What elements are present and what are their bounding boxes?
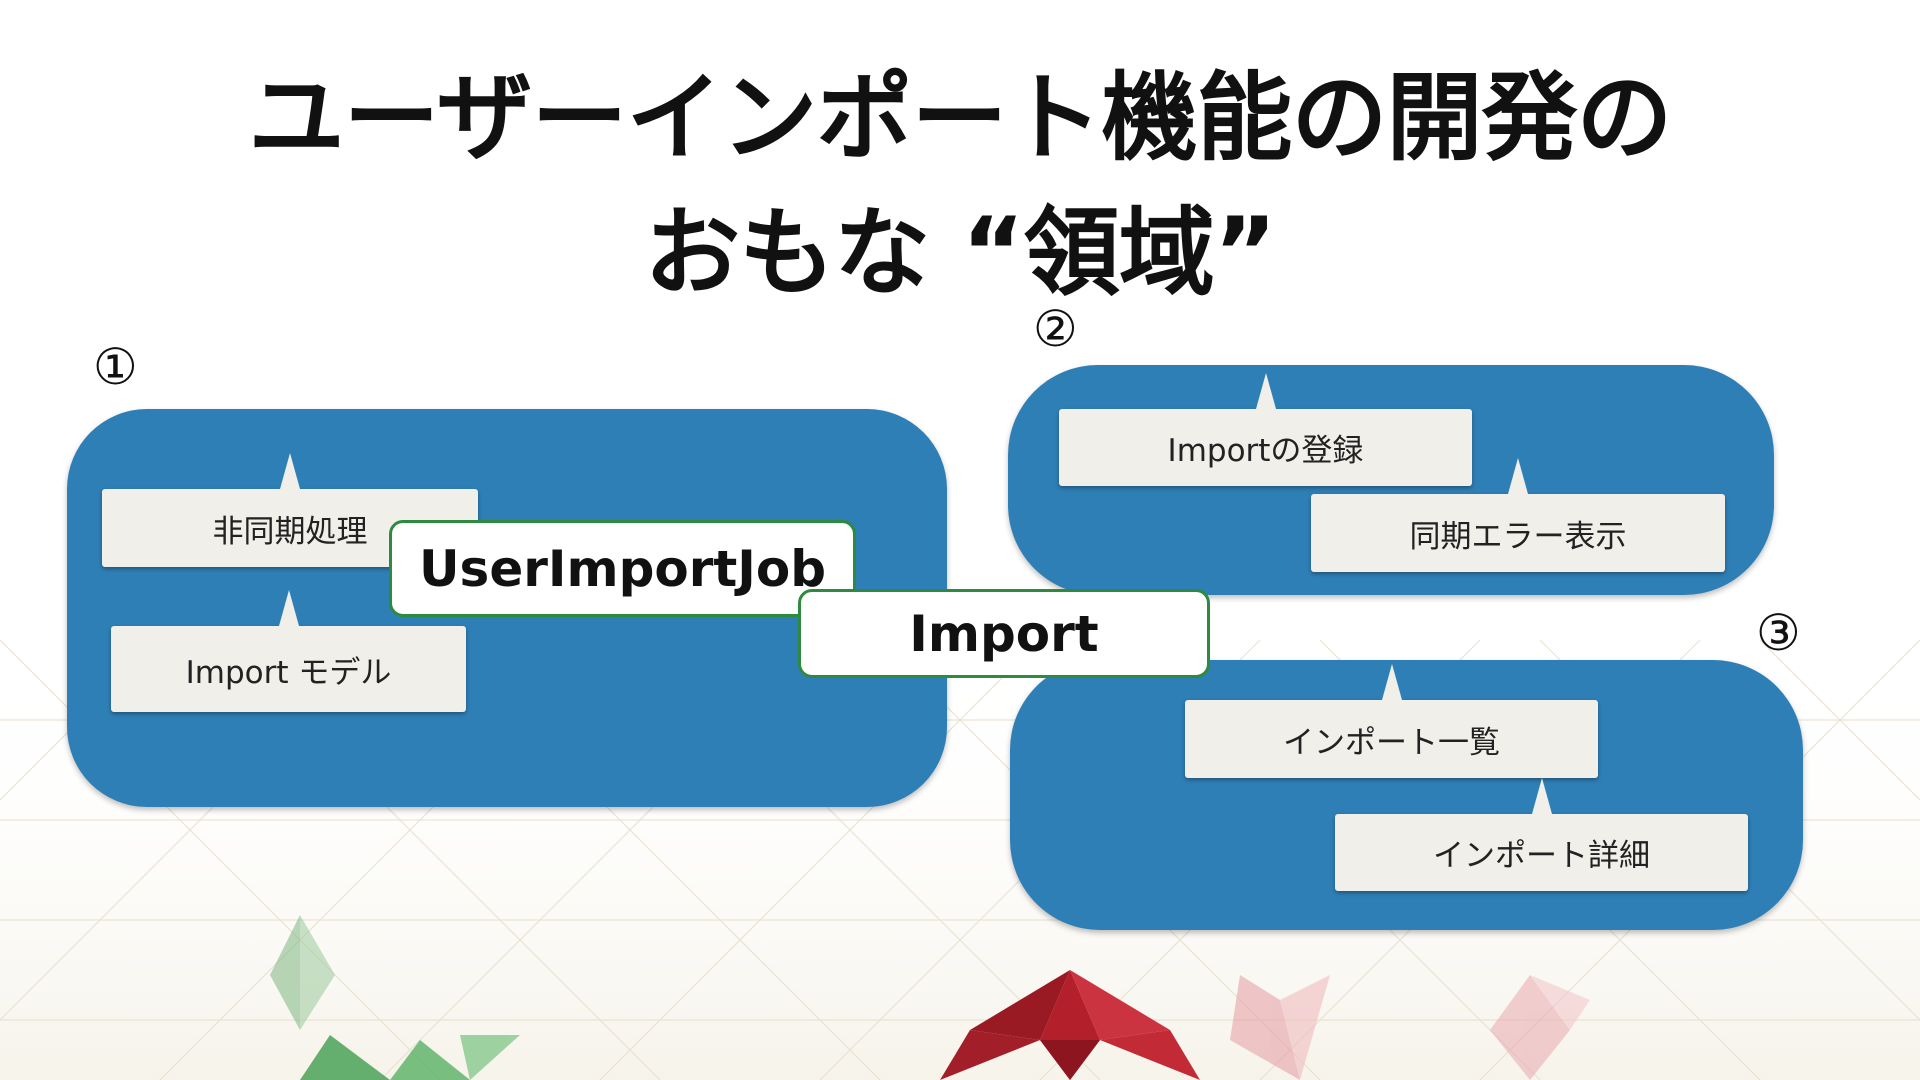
slide-title-line-1: ユーザーインポート機能の開発の: [248, 62, 1672, 174]
callout-import-model: Import モデル: [111, 590, 466, 712]
callout-import-detail: インポート詳細: [1335, 778, 1748, 891]
callout-sync-error-display: 同期エラー表示: [1311, 458, 1725, 572]
callout-import-list: インポート一覧: [1185, 664, 1598, 778]
region-1-number: ①: [93, 338, 138, 396]
region-3-number: ③: [1756, 604, 1801, 662]
tag-import: Import: [798, 589, 1210, 678]
tag-user-import-job: UserImportJob: [389, 520, 856, 617]
slide-title-line-2: おもな “領域”: [644, 197, 1277, 309]
region-2-number: ②: [1033, 300, 1078, 358]
callout-import-registration: Importの登録: [1059, 373, 1472, 486]
